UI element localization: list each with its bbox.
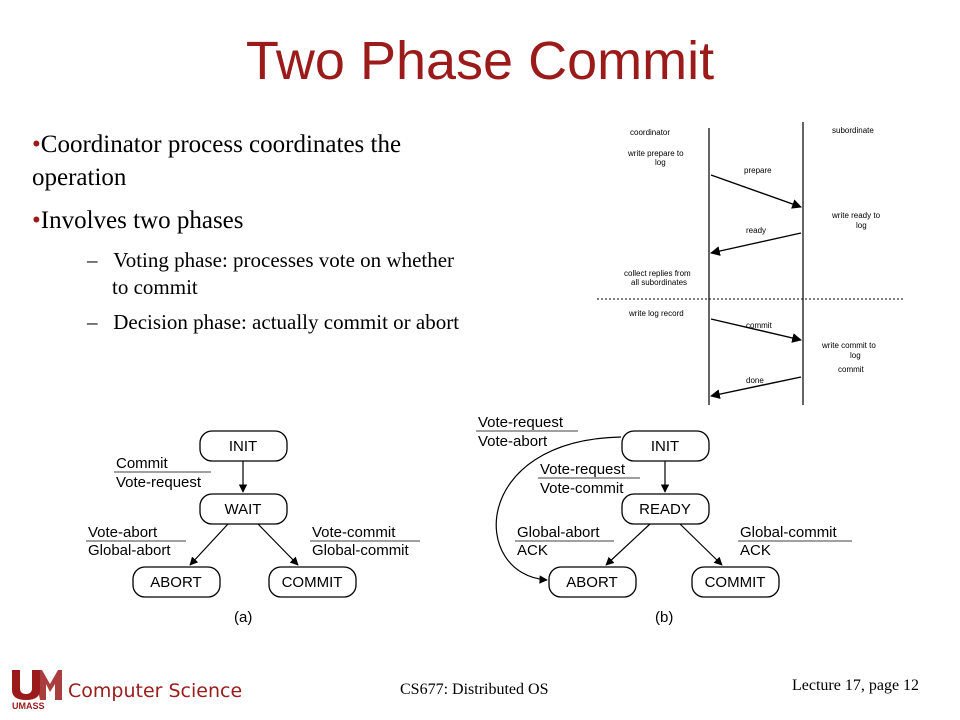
slide-title: Two Phase Commit xyxy=(245,31,715,91)
figure-caption-b: (b) xyxy=(655,609,673,626)
sub-bullet-text: Voting phase: processes vote on whether … xyxy=(112,248,455,299)
write-prepare-label-2: log xyxy=(655,158,666,167)
transition-label: Vote-request xyxy=(116,474,202,491)
done-message-label: done xyxy=(746,376,764,385)
state-commit xyxy=(691,566,780,598)
bullet-marker: • xyxy=(32,131,41,158)
commit-arrow xyxy=(710,318,802,343)
ready-arrow xyxy=(710,232,802,256)
bullet-item: •Coordinator process coordinates the ope… xyxy=(32,128,472,194)
state-init-label: INIT xyxy=(229,438,257,455)
transition-label: Global-commit xyxy=(312,542,410,559)
transition-label: Vote-request xyxy=(478,414,564,431)
transition-label: ACK xyxy=(517,542,548,559)
done-arrow xyxy=(710,376,802,399)
transition-ready-commit xyxy=(679,523,723,566)
write-commit-label: write commit to xyxy=(821,341,876,350)
sub-bullet-text: Decision phase: actually commit or abort xyxy=(113,310,460,334)
state-wait-label: WAIT xyxy=(225,501,262,518)
collect-replies-label-2: all subordinates xyxy=(631,278,687,287)
state-abort-label: ABORT xyxy=(150,574,201,591)
write-commit-label-2: log xyxy=(850,351,861,360)
sub-bullet-item: – Voting phase: processes vote on whethe… xyxy=(32,247,472,301)
transition-label: Vote-abort xyxy=(478,433,548,450)
state-commit-label: COMMIT xyxy=(705,574,766,591)
figure-caption-a: (a) xyxy=(234,609,252,626)
transition-label: Commit xyxy=(116,455,168,472)
bullet-text: Involves two phases xyxy=(40,207,244,234)
transition-label: Vote-commit xyxy=(312,524,396,541)
coordinator-state-machine: INIT WAIT ABORT COMMIT Commit Vote-reque… xyxy=(86,430,420,626)
transition-label: Global-abort xyxy=(88,542,171,559)
bullet-list: •Coordinator process coordinates the ope… xyxy=(32,128,472,344)
transition-wait-commit xyxy=(257,523,299,566)
transition-label: Vote-abort xyxy=(88,524,158,541)
transition-label: ACK xyxy=(740,542,771,559)
state-abort xyxy=(548,566,637,598)
umass-logo-icon xyxy=(8,666,62,700)
state-abort-label: ABORT xyxy=(566,574,617,591)
transition-label: Vote-request xyxy=(540,461,626,478)
transition-ready-abort xyxy=(605,523,651,566)
two-phase-timeline: coordinator subordinate write prepare to… xyxy=(597,122,903,405)
footer-department: Computer Science xyxy=(68,680,243,702)
write-prepare-label: write prepare to xyxy=(627,149,684,158)
bullet-marker: • xyxy=(32,207,41,234)
ready-message-label: ready xyxy=(746,226,766,235)
participant-state-machine: INIT READY ABORT COMMIT Vote-request Vot… xyxy=(476,414,852,626)
transition-label: Global-abort xyxy=(517,524,600,541)
write-log-record-label: write log record xyxy=(628,309,684,318)
transition-init-abort xyxy=(495,436,622,584)
prepare-arrow xyxy=(710,174,802,209)
bullet-text: Coordinator process coordinates the oper… xyxy=(32,131,402,191)
write-ready-label-2: log xyxy=(856,221,867,230)
bullet-item: •Involves two phases xyxy=(32,204,472,237)
sub-marker: – xyxy=(87,310,98,334)
state-abort xyxy=(132,566,221,598)
subordinate-label: subordinate xyxy=(832,126,874,135)
commit-message-label: commit xyxy=(746,321,773,330)
sub-marker: – xyxy=(87,248,98,272)
state-commit xyxy=(268,566,357,598)
state-commit-label: COMMIT xyxy=(282,574,343,591)
coordinator-label: coordinator xyxy=(630,128,670,137)
state-wait xyxy=(199,493,288,525)
write-ready-label: write ready to xyxy=(831,211,881,220)
commit-state-label: commit xyxy=(838,365,865,374)
transition-wait-abort xyxy=(189,523,229,566)
collect-replies-label: collect replies from xyxy=(624,269,691,278)
transition-label: Vote-commit xyxy=(540,480,624,497)
footer-page-number: Lecture 17, page 12 xyxy=(792,677,920,694)
footer-course: CS677: Distributed OS xyxy=(400,681,549,698)
sub-bullet-item: – Decision phase: actually commit or abo… xyxy=(32,309,472,336)
state-init-label: INIT xyxy=(651,438,679,455)
state-ready-label: READY xyxy=(639,501,691,518)
umass-logo-text: UMASS xyxy=(12,701,45,711)
prepare-message-label: prepare xyxy=(744,166,772,175)
umass-logo xyxy=(6,664,64,714)
state-ready xyxy=(621,493,710,525)
transition-label: Global-commit xyxy=(740,524,838,541)
